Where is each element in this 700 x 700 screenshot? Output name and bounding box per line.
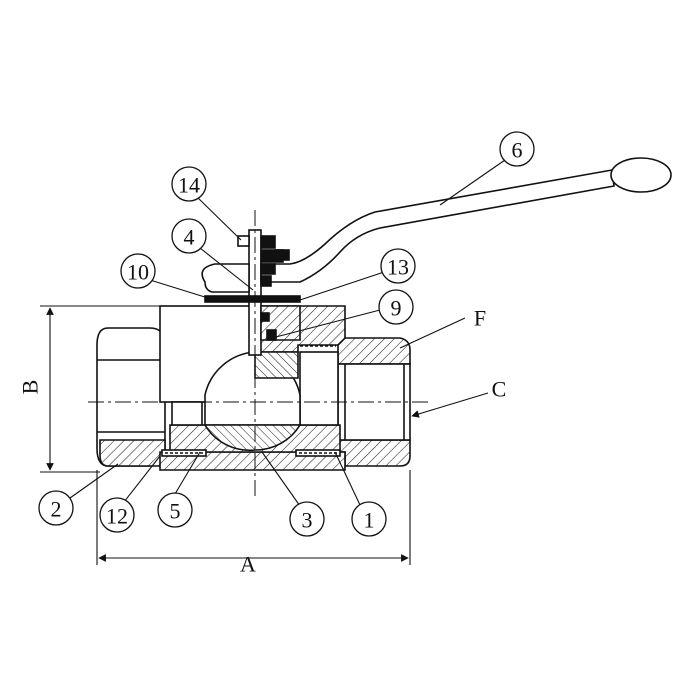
callout-5: 5 <box>170 499 181 524</box>
callout-13: 13 <box>387 255 409 280</box>
centerlines <box>88 210 432 500</box>
dimension-labels: A B C F <box>18 306 507 577</box>
leader-lines <box>69 159 506 507</box>
ball-upper-hatch <box>254 351 299 379</box>
callout-12: 12 <box>106 504 128 529</box>
callout-3-circle <box>289 501 325 537</box>
callout-4: 4 <box>184 225 195 250</box>
right-seat <box>295 449 341 457</box>
dim-a-label: A <box>240 552 256 577</box>
right-end-hatch <box>337 337 411 365</box>
right-end-lower-hatch <box>337 439 411 467</box>
callout-1: 1 <box>364 508 375 533</box>
callout-labels: 6 14 4 10 13 9 2 12 5 3 1 <box>51 138 523 533</box>
stem-seal-upper <box>260 312 270 322</box>
callout-6-circle <box>499 131 535 167</box>
handle-hub <box>201 263 250 293</box>
stem-cap <box>237 235 250 247</box>
callout-14-circle <box>171 166 207 202</box>
callout-1-circle <box>351 501 387 537</box>
callout-4-circle <box>171 218 207 254</box>
dimension-lines <box>40 305 489 565</box>
dim-f-label: F <box>474 306 486 331</box>
dim-c-label: C <box>492 377 507 402</box>
stem-seal-lower <box>266 329 277 341</box>
callout-3: 3 <box>302 508 313 533</box>
callout-5-circle <box>157 492 193 528</box>
dim-b-label: B <box>18 380 43 395</box>
callout-14: 14 <box>178 173 200 198</box>
callout-2: 2 <box>51 497 62 522</box>
stem-washer <box>204 295 301 303</box>
callout-13-circle <box>380 248 416 284</box>
ball-lower-hatch <box>203 424 302 452</box>
callout-circles <box>38 131 535 537</box>
callout-9: 9 <box>391 296 402 321</box>
callout-12-circle <box>99 497 135 533</box>
callout-10: 10 <box>127 260 149 285</box>
nut-block-3 <box>260 263 276 275</box>
handle-grip <box>610 157 672 193</box>
nut-block-4 <box>260 275 272 287</box>
nut-block-5 <box>274 249 290 261</box>
nut-block-1 <box>260 235 276 249</box>
left-seat <box>161 449 207 457</box>
handle-lever <box>260 169 615 283</box>
left-nut-hatch <box>99 439 166 467</box>
callout-6: 6 <box>512 138 523 163</box>
callout-2-circle <box>38 490 74 526</box>
callout-9-circle <box>378 289 414 325</box>
callout-10-circle <box>120 253 156 289</box>
